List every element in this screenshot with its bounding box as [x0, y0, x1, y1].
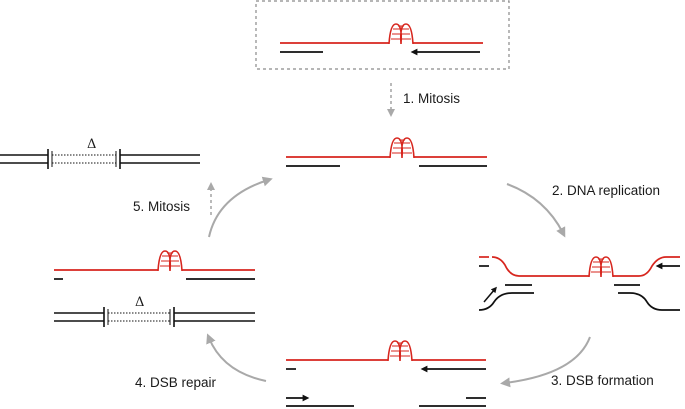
step-label-dsb-formation-3: 3. DSB formation	[551, 373, 654, 388]
hairpin-structure	[388, 23, 414, 45]
curved-arrow-dsb-formation	[500, 336, 591, 388]
dsb-state	[286, 340, 486, 407]
hairpin-structure	[387, 340, 413, 362]
step-label-mitosis-5: 5. Mitosis	[133, 199, 190, 214]
hairpin-structure	[389, 137, 415, 159]
black-fork-lower-left	[478, 292, 534, 311]
hairpin-structure	[588, 256, 614, 278]
repaired-state: Δ	[54, 250, 255, 327]
post-mitosis-state	[286, 137, 487, 167]
black-fork-lower-right	[618, 292, 680, 311]
step-label-dna-replication-2: 2. DNA replication	[552, 183, 660, 198]
black-fork-arrow	[483, 286, 497, 303]
deletion-symbol-lower: Δ	[135, 295, 144, 310]
deletion-symbol-upper: Δ	[87, 137, 96, 152]
curved-arrow-return	[208, 176, 273, 238]
dashed-frame	[255, 0, 510, 70]
hairpin-structure	[157, 250, 183, 272]
curved-arrow-replication	[506, 183, 566, 238]
deletion-duplex-lower: Δ	[54, 295, 255, 327]
deletion-duplex-upper: Δ	[0, 137, 200, 169]
initial-state-panel	[255, 0, 510, 70]
red-strand	[491, 256, 680, 277]
replication-fork-state	[478, 256, 680, 311]
step-label-mitosis-1: 1. Mitosis	[403, 91, 460, 106]
step-label-dsb-repair-4: 4. DSB repair	[135, 375, 217, 390]
curved-arrow-dsb-repair	[206, 333, 267, 382]
